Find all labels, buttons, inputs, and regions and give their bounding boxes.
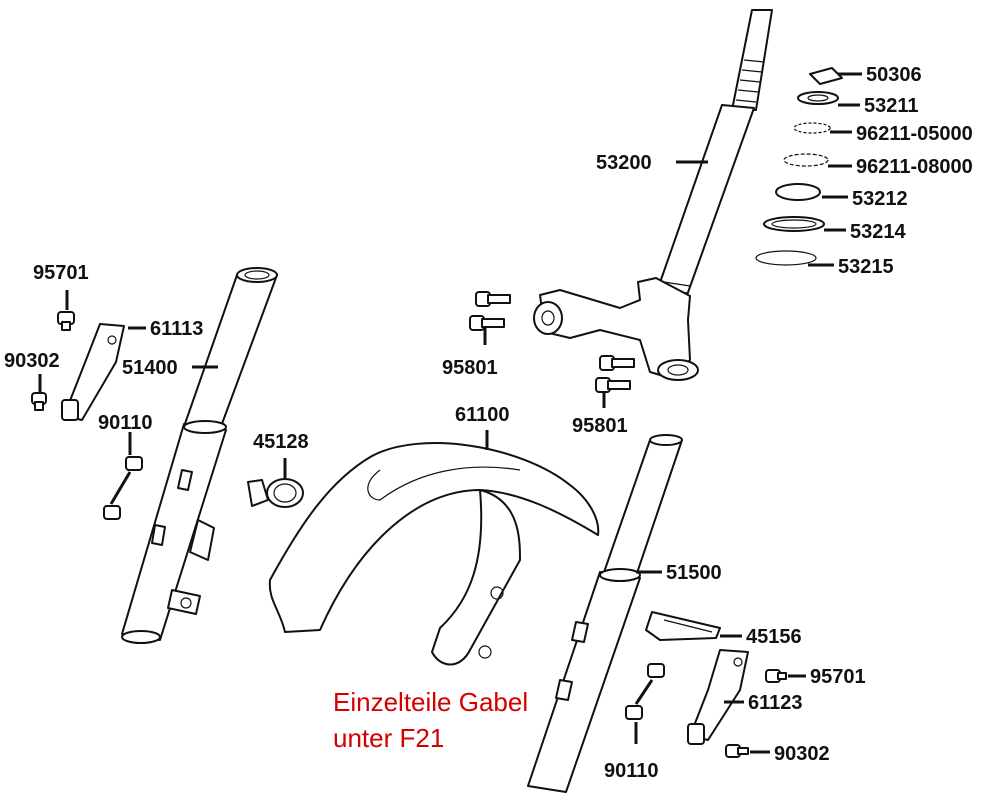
bolts-95801-lower: [595, 355, 635, 393]
steering-stem: [533, 9, 773, 381]
screw-90302-left: [31, 392, 47, 411]
note-line-2: unter F21: [333, 723, 444, 753]
label-61113: 61113: [150, 318, 203, 340]
label-61123: 61123: [748, 692, 803, 714]
screw-95701-left: [57, 311, 75, 331]
note-line-1: Einzelteile Gabel: [333, 687, 528, 717]
label-53212: 53212: [852, 188, 908, 210]
label-95701-right: 95701: [810, 666, 866, 688]
bolts-95801-upper: [469, 291, 511, 331]
label-61100: 61100: [455, 404, 510, 426]
label-53215: 53215: [838, 256, 894, 278]
label-45156: 45156: [746, 626, 802, 648]
bracket-61113: [61, 323, 125, 421]
bracket-45156: [645, 611, 721, 641]
fork-leg-left: [121, 267, 278, 644]
label-45128: 45128: [253, 431, 309, 453]
label-51400: 51400: [122, 357, 178, 379]
label-96211-05000: 96211-05000: [856, 123, 973, 145]
bearing-stack: [755, 67, 843, 266]
label-53214: 53214: [850, 221, 906, 243]
note: Einzelteile Gabel unter F21: [333, 687, 528, 753]
label-95801-lower: 95801: [572, 415, 628, 437]
label-95801-upper: 95801: [442, 357, 498, 379]
front-fender: [268, 442, 600, 666]
part-labels: 95701 90302 61113 51400 90110 45128 6110…: [4, 64, 973, 782]
fork-leg-right: [527, 434, 683, 793]
label-95701-left: 95701: [33, 262, 89, 284]
label-53211: 53211: [864, 95, 919, 117]
label-90302-left: 90302: [4, 350, 60, 372]
label-90110-left: 90110: [98, 412, 153, 434]
screw-95701-right: [765, 669, 787, 683]
label-50306: 50306: [866, 64, 922, 86]
leader-lines: [38, 72, 862, 754]
screws-90110-right: [625, 663, 665, 720]
screw-90302-right: [725, 744, 749, 758]
bracket-61123: [687, 649, 749, 745]
label-96211-08000: 96211-08000: [856, 156, 973, 178]
label-53200: 53200: [596, 152, 652, 174]
clamp-45128: [247, 478, 304, 508]
label-90110-right: 90110: [604, 760, 659, 782]
screws-90110-left: [103, 456, 143, 520]
label-51500: 51500: [666, 562, 722, 584]
label-90302-right: 90302: [774, 743, 830, 765]
